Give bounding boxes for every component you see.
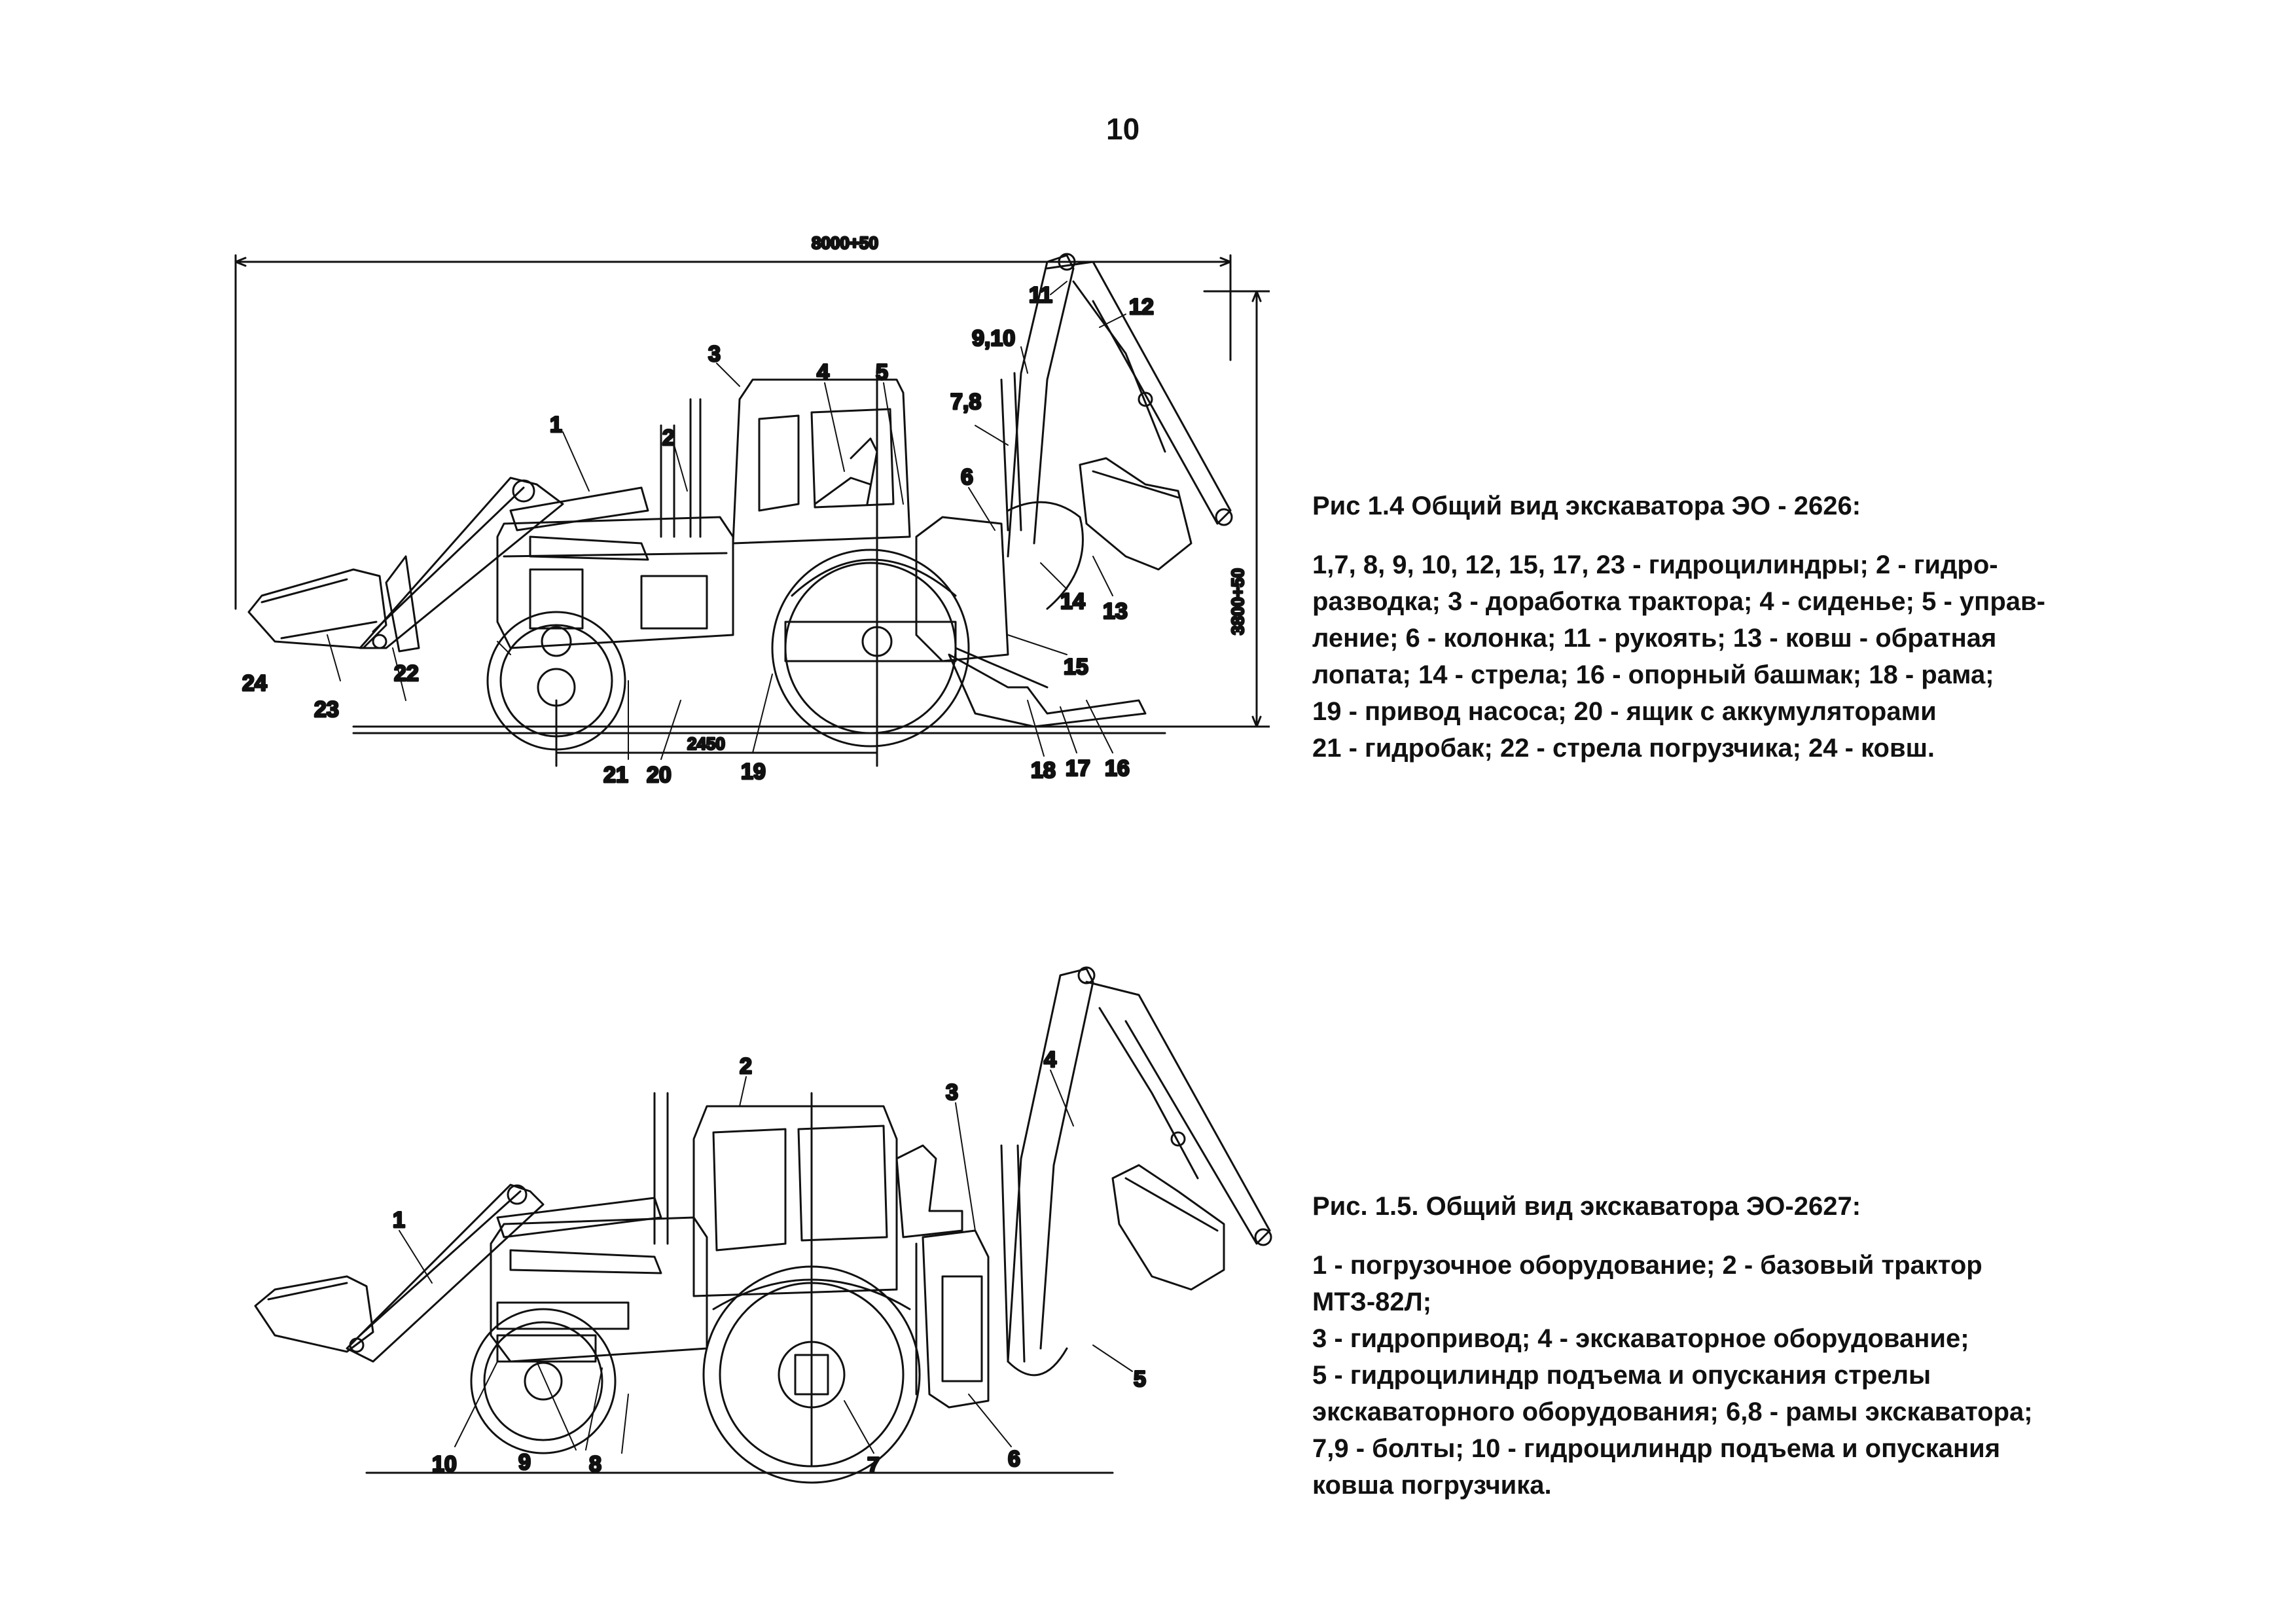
dimension-lines xyxy=(236,255,1270,766)
callout-23: 23 xyxy=(314,697,339,722)
figure-1-5-legend-line: 3 - гидропривод; 4 - экскаваторное обору… xyxy=(1312,1324,1969,1353)
callout-2: 2 xyxy=(740,1054,752,1079)
excavator-boom xyxy=(1001,967,1271,1375)
rear-wheel xyxy=(704,1267,920,1483)
callout-leaders xyxy=(399,1070,1132,1453)
figure-1-5-legend-line: МТЗ-82Л; xyxy=(1312,1288,1432,1316)
callout-3: 3 xyxy=(708,342,721,367)
figure-1-4-legend-line: лопата; 14 - стрела; 16 - опорный башмак… xyxy=(1312,660,1994,689)
callout-9: 9 xyxy=(518,1450,531,1475)
stabilizer-shoe xyxy=(949,648,1145,727)
figure-1-4-title: Рис 1.4 Общий вид экскаватора ЭО - 2626: xyxy=(1312,492,1861,520)
figure-1-4-legend-line: ление; 6 - колонка; 11 - рукоять; 13 - к… xyxy=(1312,624,1997,653)
dimension-width: 8000+50 xyxy=(812,233,878,253)
figure-1-4-legend-line: 21 - гидробак; 22 - стрела погрузчика; 2… xyxy=(1312,734,1935,763)
loader-bucket xyxy=(255,1276,373,1352)
tractor-hood xyxy=(497,399,733,648)
callout-19: 19 xyxy=(741,759,766,784)
page-number: 10 xyxy=(1106,112,1140,146)
backhoe-bucket xyxy=(1080,458,1191,569)
excavator-eo2627-drawing: 1 2 3 4 5 6 7 8 9 10 xyxy=(236,943,1296,1519)
excavator-boom xyxy=(916,254,1232,661)
figure-1-4-legend-line: 19 - привод насоса; 20 - ящик с аккумуля… xyxy=(1312,697,1937,726)
callout-13: 13 xyxy=(1103,599,1128,624)
callout-20: 20 xyxy=(647,763,672,787)
callout-6: 6 xyxy=(961,465,973,490)
figure-1-4-legend-line: разводка; 3 - доработка трактора; 4 - си… xyxy=(1312,587,2045,616)
callout-4: 4 xyxy=(817,360,829,385)
front-wheel xyxy=(488,612,625,749)
callout-18: 18 xyxy=(1031,758,1056,783)
callout-3: 3 xyxy=(946,1080,958,1105)
callout-14: 14 xyxy=(1060,589,1085,614)
callout-5: 5 xyxy=(876,360,888,385)
tractor-hood xyxy=(491,1093,707,1362)
callout-16: 16 xyxy=(1105,756,1130,781)
figure-1-4-legend-line: 1,7, 8, 9, 10, 12, 15, 17, 23 - гидроцил… xyxy=(1312,550,1998,579)
figure-1-5-title: Рис. 1.5. Общий вид экскаватора ЭО-2627: xyxy=(1312,1192,1861,1221)
figure-1-4-caption: Рис 1.4 Общий вид экскаватора ЭО - 2626:… xyxy=(1312,488,2242,767)
callout-5: 5 xyxy=(1134,1367,1146,1392)
loader-bucket xyxy=(249,569,386,648)
callout-1: 1 xyxy=(550,412,562,437)
operator-seat xyxy=(897,1146,962,1237)
dimension-wheelbase: 2450 xyxy=(687,734,725,753)
figure-1-5-legend-line: 5 - гидроцилиндр подъема и опускания стр… xyxy=(1312,1361,1931,1390)
backhoe-bucket xyxy=(1113,1165,1224,1290)
front-wheel xyxy=(471,1309,615,1453)
callout-11: 11 xyxy=(1029,283,1052,308)
callout-9-10: 9,10 xyxy=(972,326,1015,351)
figure-1-5-legend-line: ковша погрузчика. xyxy=(1312,1471,1552,1500)
callout-7: 7 xyxy=(867,1453,880,1478)
callout-6: 6 xyxy=(1008,1447,1020,1471)
rear-wheel xyxy=(772,550,969,746)
figure-1-5-legend-line: экскаваторного оборудования; 6,8 - рамы … xyxy=(1312,1398,2033,1426)
dimension-height: 3800+50 xyxy=(1228,568,1247,635)
tractor-cab xyxy=(733,373,910,700)
callout-21: 21 xyxy=(603,763,628,787)
figure-1-5-legend-line: 1 - погрузочное оборудование; 2 - базовы… xyxy=(1312,1251,1982,1280)
excavator-eo2626-drawing: 8000+50 3800+50 2450 xyxy=(223,232,1270,789)
callout-1: 1 xyxy=(393,1208,405,1233)
callout-leaders xyxy=(327,281,1126,759)
figure-1-5-legend-line: 7,9 - болты; 10 - гидроцилиндр подъема и… xyxy=(1312,1434,2001,1463)
callout-24: 24 xyxy=(242,671,267,696)
callout-2: 2 xyxy=(662,425,675,450)
callout-10: 10 xyxy=(432,1452,457,1477)
callout-8: 8 xyxy=(589,1452,601,1477)
loader-boom xyxy=(360,478,648,651)
callout-22: 22 xyxy=(394,661,419,686)
callout-17: 17 xyxy=(1066,756,1090,781)
callout-7-8: 7,8 xyxy=(950,389,981,414)
callout-4: 4 xyxy=(1044,1047,1056,1072)
callout-15: 15 xyxy=(1064,655,1088,679)
figure-1-5-caption: Рис. 1.5. Общий вид экскаватора ЭО-2627:… xyxy=(1312,1188,2242,1504)
excavator-frame xyxy=(916,1231,988,1407)
loader-boom xyxy=(347,1185,661,1362)
callout-12: 12 xyxy=(1129,295,1154,319)
